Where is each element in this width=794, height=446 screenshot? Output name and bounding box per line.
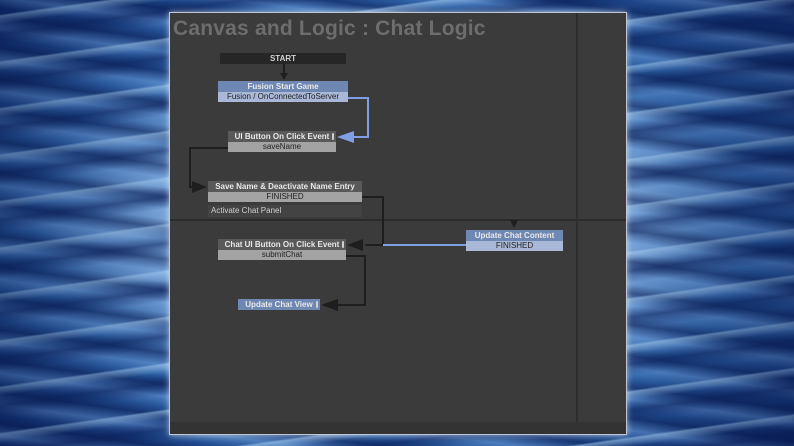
state-title: Fusion Start Game (218, 81, 348, 92)
state-update-chat-content[interactable]: Update Chat Content FINISHED (466, 230, 563, 251)
playmaker-graph-panel[interactable]: Canvas and Logic : Chat Logic START Fusi… (169, 12, 627, 435)
state-update-chat-view[interactable]: Update Chat View (238, 299, 320, 310)
state-chat-ui-button-on-click[interactable]: Chat UI Button On Click Event submitChat (218, 239, 346, 260)
event-transition[interactable]: Fusion / OnConnectedToServer (218, 92, 348, 102)
start-label: START (220, 53, 346, 64)
event-transition[interactable]: FINISHED (208, 192, 362, 202)
state-title: Update Chat Content (466, 230, 563, 241)
page-title: Canvas and Logic : Chat Logic (173, 17, 486, 40)
state-title: Save Name & Deactivate Name Entry (208, 181, 362, 192)
transition-wires (189, 62, 518, 311)
state-action: Activate Chat Panel (208, 205, 362, 217)
grid-line-vertical (576, 13, 578, 434)
state-ui-button-on-click[interactable]: UI Button On Click Event saveName (228, 131, 336, 152)
event-transition[interactable]: saveName (228, 142, 336, 152)
panel-bottom-band (170, 422, 626, 434)
breakpoint-pin-icon[interactable] (316, 301, 318, 308)
state-title: Update Chat View (245, 300, 313, 309)
event-transition[interactable]: submitChat (218, 250, 346, 260)
grid-line-horizontal (170, 219, 626, 221)
event-transition[interactable]: FINISHED (466, 241, 563, 251)
breakpoint-pin-icon[interactable] (342, 241, 344, 248)
breakpoint-pin-icon[interactable] (332, 133, 334, 140)
state-title: UI Button On Click Event (234, 132, 330, 141)
state-fusion-start-game[interactable]: Fusion Start Game Fusion / OnConnectedTo… (218, 81, 348, 102)
state-save-name[interactable]: Save Name & Deactivate Name Entry FINISH… (208, 181, 362, 217)
start-node[interactable]: START (220, 53, 346, 64)
state-title: Chat UI Button On Click Event (224, 240, 340, 249)
